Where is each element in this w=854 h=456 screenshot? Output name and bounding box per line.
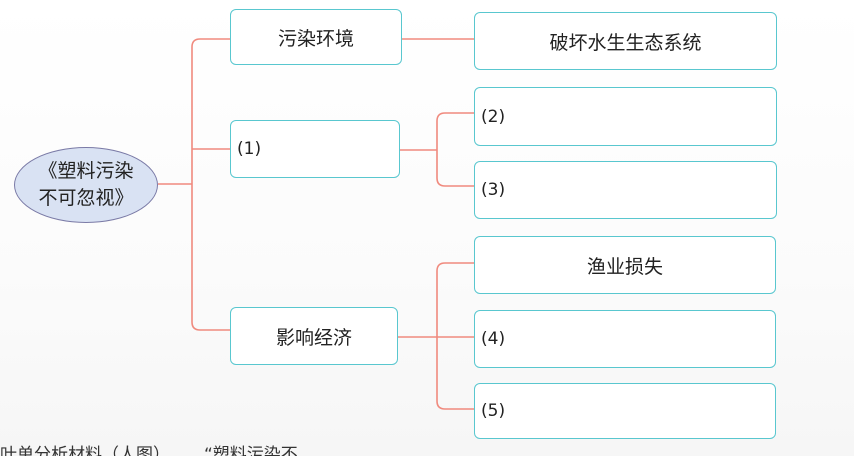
node-blank-5: (5)	[474, 383, 776, 439]
node-blank-3-label: (3)	[481, 180, 506, 200]
cut-off-instruction-text: 叶单分析材料（人图）……“塑料污染不	[0, 440, 298, 456]
connector-trunk-vertical	[191, 38, 230, 331]
node-affect-economy-label: 影响经济	[275, 326, 352, 349]
node-blank-2: (2)	[474, 87, 777, 146]
node-blank-2-label: (2)	[481, 106, 506, 127]
cut-off-instruction-label: 叶单分析材料（人图）……“塑料污染不	[0, 445, 298, 456]
connector-economy-vertical	[436, 262, 474, 410]
node-blank-3: (3)	[474, 161, 777, 219]
node-affect-economy: 影响经济	[230, 307, 398, 365]
connector-blank1-vertical	[436, 112, 474, 187]
root-title-line1: 《塑料污染	[38, 160, 134, 182]
node-fishery-loss-label: 渔业损失	[586, 255, 663, 278]
node-destroy-aquatic-ecosystem: 破坏水生生态系统	[474, 12, 777, 70]
root-node: 《塑料污染 不可忽视》	[14, 147, 158, 223]
node-fishery-loss: 渔业损失	[474, 236, 776, 294]
node-pollute-environment: 污染环境	[230, 9, 402, 65]
root-title-line2: 不可忽视》	[38, 187, 134, 209]
node-blank-1: (1)	[230, 120, 400, 178]
node-blank-4-label: (4)	[481, 329, 506, 349]
node-pollute-environment-label: 污染环境	[277, 27, 354, 50]
node-blank-1-label: (1)	[237, 139, 262, 159]
node-blank-5-label: (5)	[481, 401, 506, 421]
node-blank-4: (4)	[474, 310, 776, 368]
node-destroy-aquatic-ecosystem-label: 破坏水生生态系统	[549, 31, 702, 54]
